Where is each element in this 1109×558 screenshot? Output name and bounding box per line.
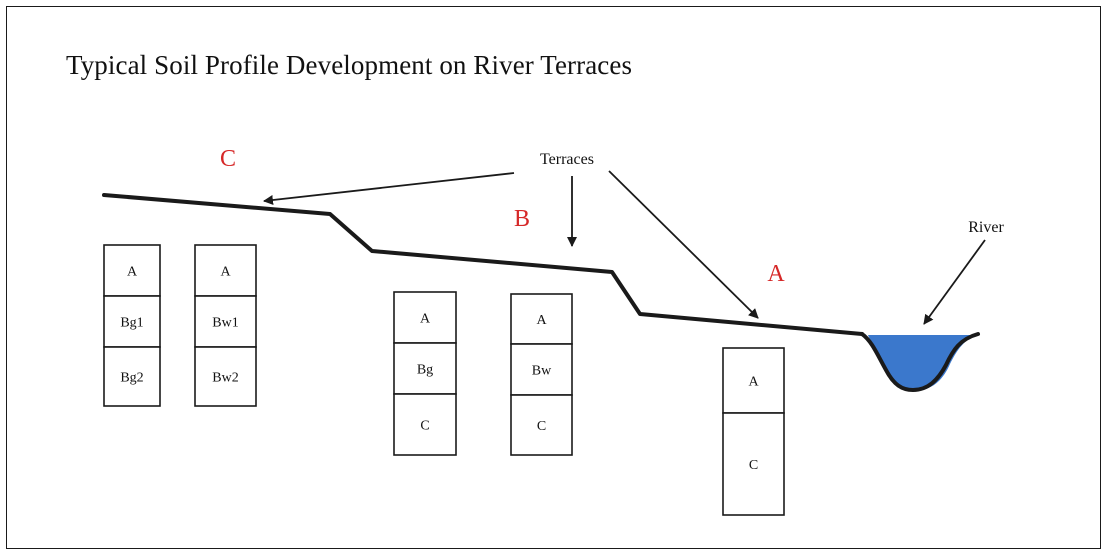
- soil-horizon-box: [194, 346, 257, 407]
- soil-horizon-box: [510, 293, 573, 345]
- soil-horizon-box: [510, 343, 573, 396]
- soil-horizon-label: A: [536, 313, 547, 328]
- soil-horizon-label: A: [748, 375, 759, 390]
- soil-horizon-box: [393, 342, 457, 395]
- soil-horizon-label: Bw1: [212, 316, 238, 331]
- diagram-title: Typical Soil Profile Development on Rive…: [66, 50, 633, 80]
- river-channel-line: [860, 332, 980, 393]
- river-label: River: [968, 219, 1004, 236]
- soil-horizon-label: C: [537, 419, 546, 434]
- river-water: [868, 335, 975, 391]
- soil-profile-terrace-a-1: AC: [722, 347, 785, 516]
- soil-horizon-label: A: [127, 265, 138, 280]
- diagram-frame: [6, 6, 1101, 549]
- terrace-b-label: B: [514, 206, 530, 232]
- soil-horizon-box: [510, 394, 573, 456]
- soil-horizon-label: Bg1: [120, 316, 143, 331]
- terrace-a-label: A: [767, 261, 785, 287]
- soil-horizon-box: [194, 295, 257, 348]
- soil-horizon-label: A: [220, 265, 231, 280]
- soil-horizon-box: [722, 347, 785, 414]
- soil-horizon-label: Bw2: [212, 371, 238, 386]
- soil-horizon-label: A: [420, 312, 431, 327]
- soil-horizon-label: Bw: [532, 364, 552, 379]
- terrace-c-label: C: [220, 146, 236, 172]
- soil-profile-terrace-b-1: A BgC: [393, 291, 457, 456]
- soil-profile-terrace-b-2: A BwC: [510, 293, 573, 456]
- arrow-to-river: [923, 239, 986, 325]
- arrow-to-terrace-a: [608, 170, 759, 319]
- arrow-to-terrace-c: [263, 172, 515, 205]
- ground-profile-line: [102, 193, 864, 336]
- soil-horizon-label: C: [749, 458, 758, 473]
- soil-horizon-label: Bg2: [120, 371, 143, 386]
- soil-horizon-box: [103, 244, 161, 297]
- terraces-label: Terraces: [540, 151, 594, 168]
- soil-horizon-box: [393, 291, 457, 344]
- soil-horizon-label: C: [420, 419, 429, 434]
- soil-horizon-box: [722, 412, 785, 516]
- soil-horizon-box: [103, 346, 161, 407]
- soil-horizon-label: Bg: [417, 363, 433, 378]
- soil-horizon-box: [393, 393, 457, 456]
